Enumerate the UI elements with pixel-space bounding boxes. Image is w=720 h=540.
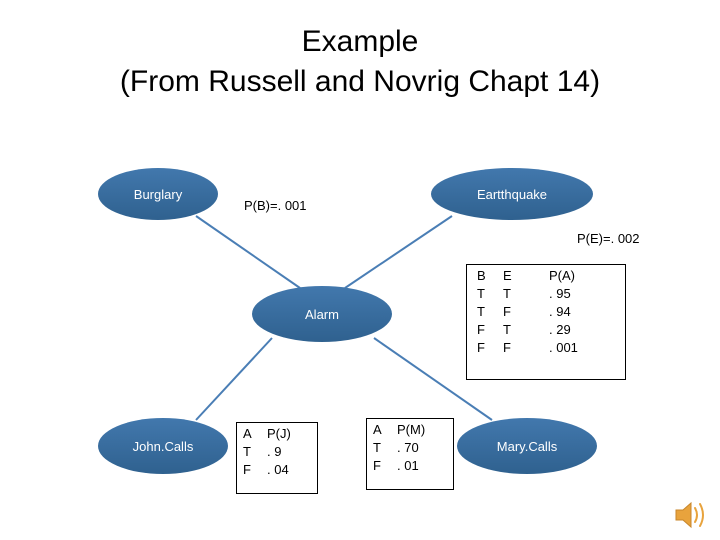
cpt-alarm-r0c0: T (477, 286, 485, 301)
node-earthquake-label: Eartthquake (476, 186, 548, 202)
cpt-alarm-r2c2: . 29 (549, 322, 571, 337)
cpt-alarm-r3c0: F (477, 340, 485, 355)
node-mary-calls[interactable]: Mary.Calls (457, 418, 597, 474)
cpt-alarm-r1c1: F (503, 304, 511, 319)
table-row: F T . 29 (477, 321, 625, 339)
cpt-alarm-r2c1: T (503, 322, 511, 337)
cpt-table-john-calls: A P(J) T . 9 F . 04 (236, 422, 318, 494)
cpt-table-mary-calls: A P(M) T . 70 F . 01 (366, 418, 454, 490)
cpt-alarm-h1: E (503, 268, 512, 283)
cpt-mary-r1c0: F (373, 458, 381, 473)
table-row: T T . 95 (477, 285, 625, 303)
node-burglary[interactable]: Burglary (98, 168, 218, 220)
table-row: F F . 001 (477, 339, 625, 357)
cpt-alarm-r1c0: T (477, 304, 485, 319)
cpt-alarm-r2c0: F (477, 322, 485, 337)
table-row: A P(J) (243, 425, 317, 443)
edge-alarm-marycalls (373, 337, 493, 421)
prior-burglary-label: P(B)=. 001 (244, 198, 307, 213)
cpt-mary-h1: P(M) (397, 422, 426, 437)
cpt-john-h1: P(J) (267, 426, 291, 441)
table-row: T . 70 (373, 439, 453, 457)
node-alarm[interactable]: Alarm (252, 286, 392, 342)
node-earthquake[interactable]: Eartthquake (431, 168, 593, 220)
cpt-alarm-r0c1: T (503, 286, 511, 301)
cpt-mary-r0c1: . 70 (397, 440, 419, 455)
table-row: A P(M) (373, 421, 453, 439)
cpt-table-alarm: B E P(A) T T . 95 T F . 94 F T . 29 F F (466, 264, 626, 380)
title-line-2: (From Russell and Novrig Chapt 14) (119, 65, 601, 98)
cpt-alarm-h2: P(A) (549, 268, 575, 283)
table-row: F . 01 (373, 457, 453, 475)
title-line-1: Example (301, 25, 419, 58)
cpt-john-r1c1: . 04 (267, 462, 289, 477)
cpt-john-r0c1: . 9 (267, 444, 282, 459)
cpt-alarm-r0c2: . 95 (549, 286, 571, 301)
cpt-john-r1c0: F (243, 462, 251, 477)
page-title: Example (From Russell and Novrig Chapt 1… (0, 22, 720, 102)
node-john-calls-label: John.Calls (132, 438, 194, 454)
speaker-icon[interactable] (672, 498, 712, 532)
prior-earthquake-label: P(E)=. 002 (577, 231, 640, 246)
node-alarm-label: Alarm (305, 306, 339, 322)
cpt-alarm-r3c1: F (503, 340, 511, 355)
cpt-mary-r0c0: T (373, 440, 381, 455)
node-john-calls[interactable]: John.Calls (98, 418, 228, 474)
cpt-mary-h0: A (373, 422, 382, 437)
cpt-john-h0: A (243, 426, 252, 441)
cpt-alarm-h0: B (477, 268, 486, 283)
cpt-alarm-r1c2: . 94 (549, 304, 571, 319)
edge-burglary-alarm (195, 215, 301, 289)
node-burglary-label: Burglary (133, 186, 183, 202)
table-row: T . 9 (243, 443, 317, 461)
edge-earthquake-alarm (344, 215, 453, 289)
table-row: F . 04 (243, 461, 317, 479)
table-row: T F . 94 (477, 303, 625, 321)
cpt-john-r0c0: T (243, 444, 251, 459)
node-mary-calls-label: Mary.Calls (496, 438, 558, 454)
edge-alarm-johncalls (195, 337, 273, 421)
cpt-mary-r1c1: . 01 (397, 458, 419, 473)
table-row: B E P(A) (477, 267, 625, 285)
cpt-alarm-r3c2: . 001 (549, 340, 578, 355)
